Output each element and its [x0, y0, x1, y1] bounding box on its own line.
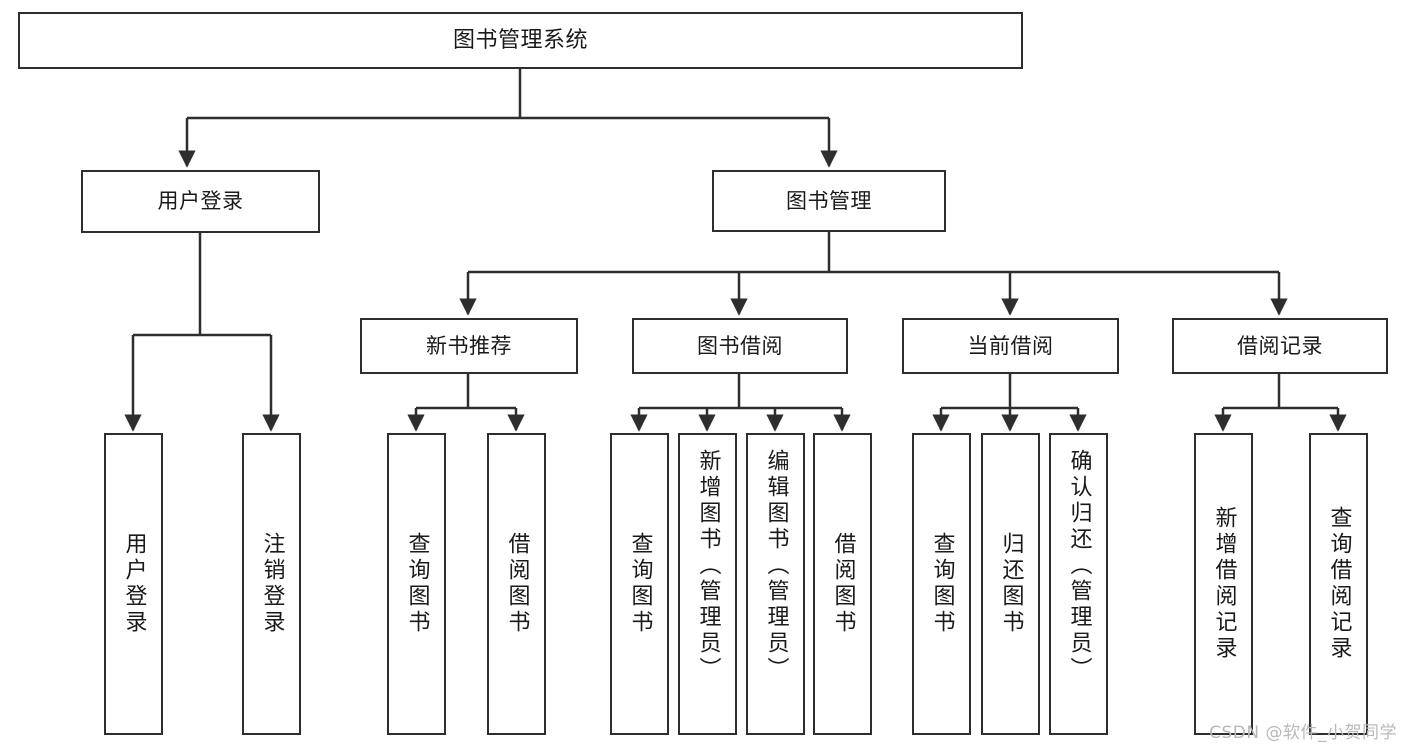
node-root-label: 图书管理系统: [452, 27, 588, 53]
node-leaf-add-record[interactable]: 新增借阅记录: [1194, 433, 1253, 735]
node-leaf-query-book-3-label: 查询图书: [929, 532, 955, 636]
node-leaf-add-record-label: 新增借阅记录: [1211, 506, 1237, 662]
node-leaf-query-book-2[interactable]: 查询图书: [610, 433, 669, 735]
node-book-management-label: 图书管理: [786, 188, 872, 213]
node-current-borrow-label: 当前借阅: [967, 333, 1054, 358]
node-leaf-edit-book-label: 编辑图书（管理员）: [763, 449, 789, 683]
node-leaf-query-book-1-label: 查询图书: [404, 532, 430, 636]
node-user-login-label: 用户登录: [157, 189, 244, 214]
node-leaf-query-record[interactable]: 查询借阅记录: [1309, 433, 1368, 735]
node-leaf-logout-login-label: 注销登录: [259, 532, 285, 636]
node-leaf-query-book-2-label: 查询图书: [627, 532, 653, 636]
node-current-borrow[interactable]: 当前借阅: [902, 318, 1119, 374]
node-borrow-record[interactable]: 借阅记录: [1172, 318, 1388, 374]
node-book-management[interactable]: 图书管理: [712, 170, 946, 232]
node-leaf-borrow-book-2-label: 借阅图书: [830, 532, 856, 636]
node-leaf-user-login-label: 用户登录: [121, 532, 147, 636]
node-leaf-return-book-label: 归还图书: [998, 532, 1024, 636]
node-borrow-record-label: 借阅记录: [1237, 333, 1323, 358]
node-leaf-return-book[interactable]: 归还图书: [981, 433, 1040, 735]
node-leaf-confirm-return-label: 确认归还（管理员）: [1066, 449, 1092, 683]
node-leaf-query-record-label: 查询借阅记录: [1326, 506, 1352, 662]
node-new-book-recommend[interactable]: 新书推荐: [360, 318, 578, 374]
node-leaf-borrow-book-1-label: 借阅图书: [504, 532, 530, 636]
node-leaf-add-book-label: 新增图书（管理员）: [695, 449, 721, 683]
node-leaf-borrow-book-1[interactable]: 借阅图书: [487, 433, 546, 735]
node-leaf-borrow-book-2[interactable]: 借阅图书: [813, 433, 872, 735]
node-leaf-edit-book[interactable]: 编辑图书（管理员）: [746, 433, 805, 735]
node-leaf-add-book[interactable]: 新增图书（管理员）: [678, 433, 737, 735]
node-leaf-logout-login[interactable]: 注销登录: [242, 433, 301, 735]
node-leaf-confirm-return[interactable]: 确认归还（管理员）: [1049, 433, 1108, 735]
csdn-watermark: CSDN @软件_小贺同学: [1209, 723, 1397, 743]
node-root[interactable]: 图书管理系统: [18, 12, 1023, 69]
node-leaf-query-book-1[interactable]: 查询图书: [387, 433, 446, 735]
node-book-borrow-label: 图书借阅: [697, 333, 783, 358]
node-user-login[interactable]: 用户登录: [81, 170, 320, 233]
node-book-borrow[interactable]: 图书借阅: [632, 318, 848, 374]
node-new-book-recommend-label: 新书推荐: [426, 333, 512, 358]
node-leaf-query-book-3[interactable]: 查询图书: [912, 433, 971, 735]
node-leaf-user-login[interactable]: 用户登录: [104, 433, 163, 735]
